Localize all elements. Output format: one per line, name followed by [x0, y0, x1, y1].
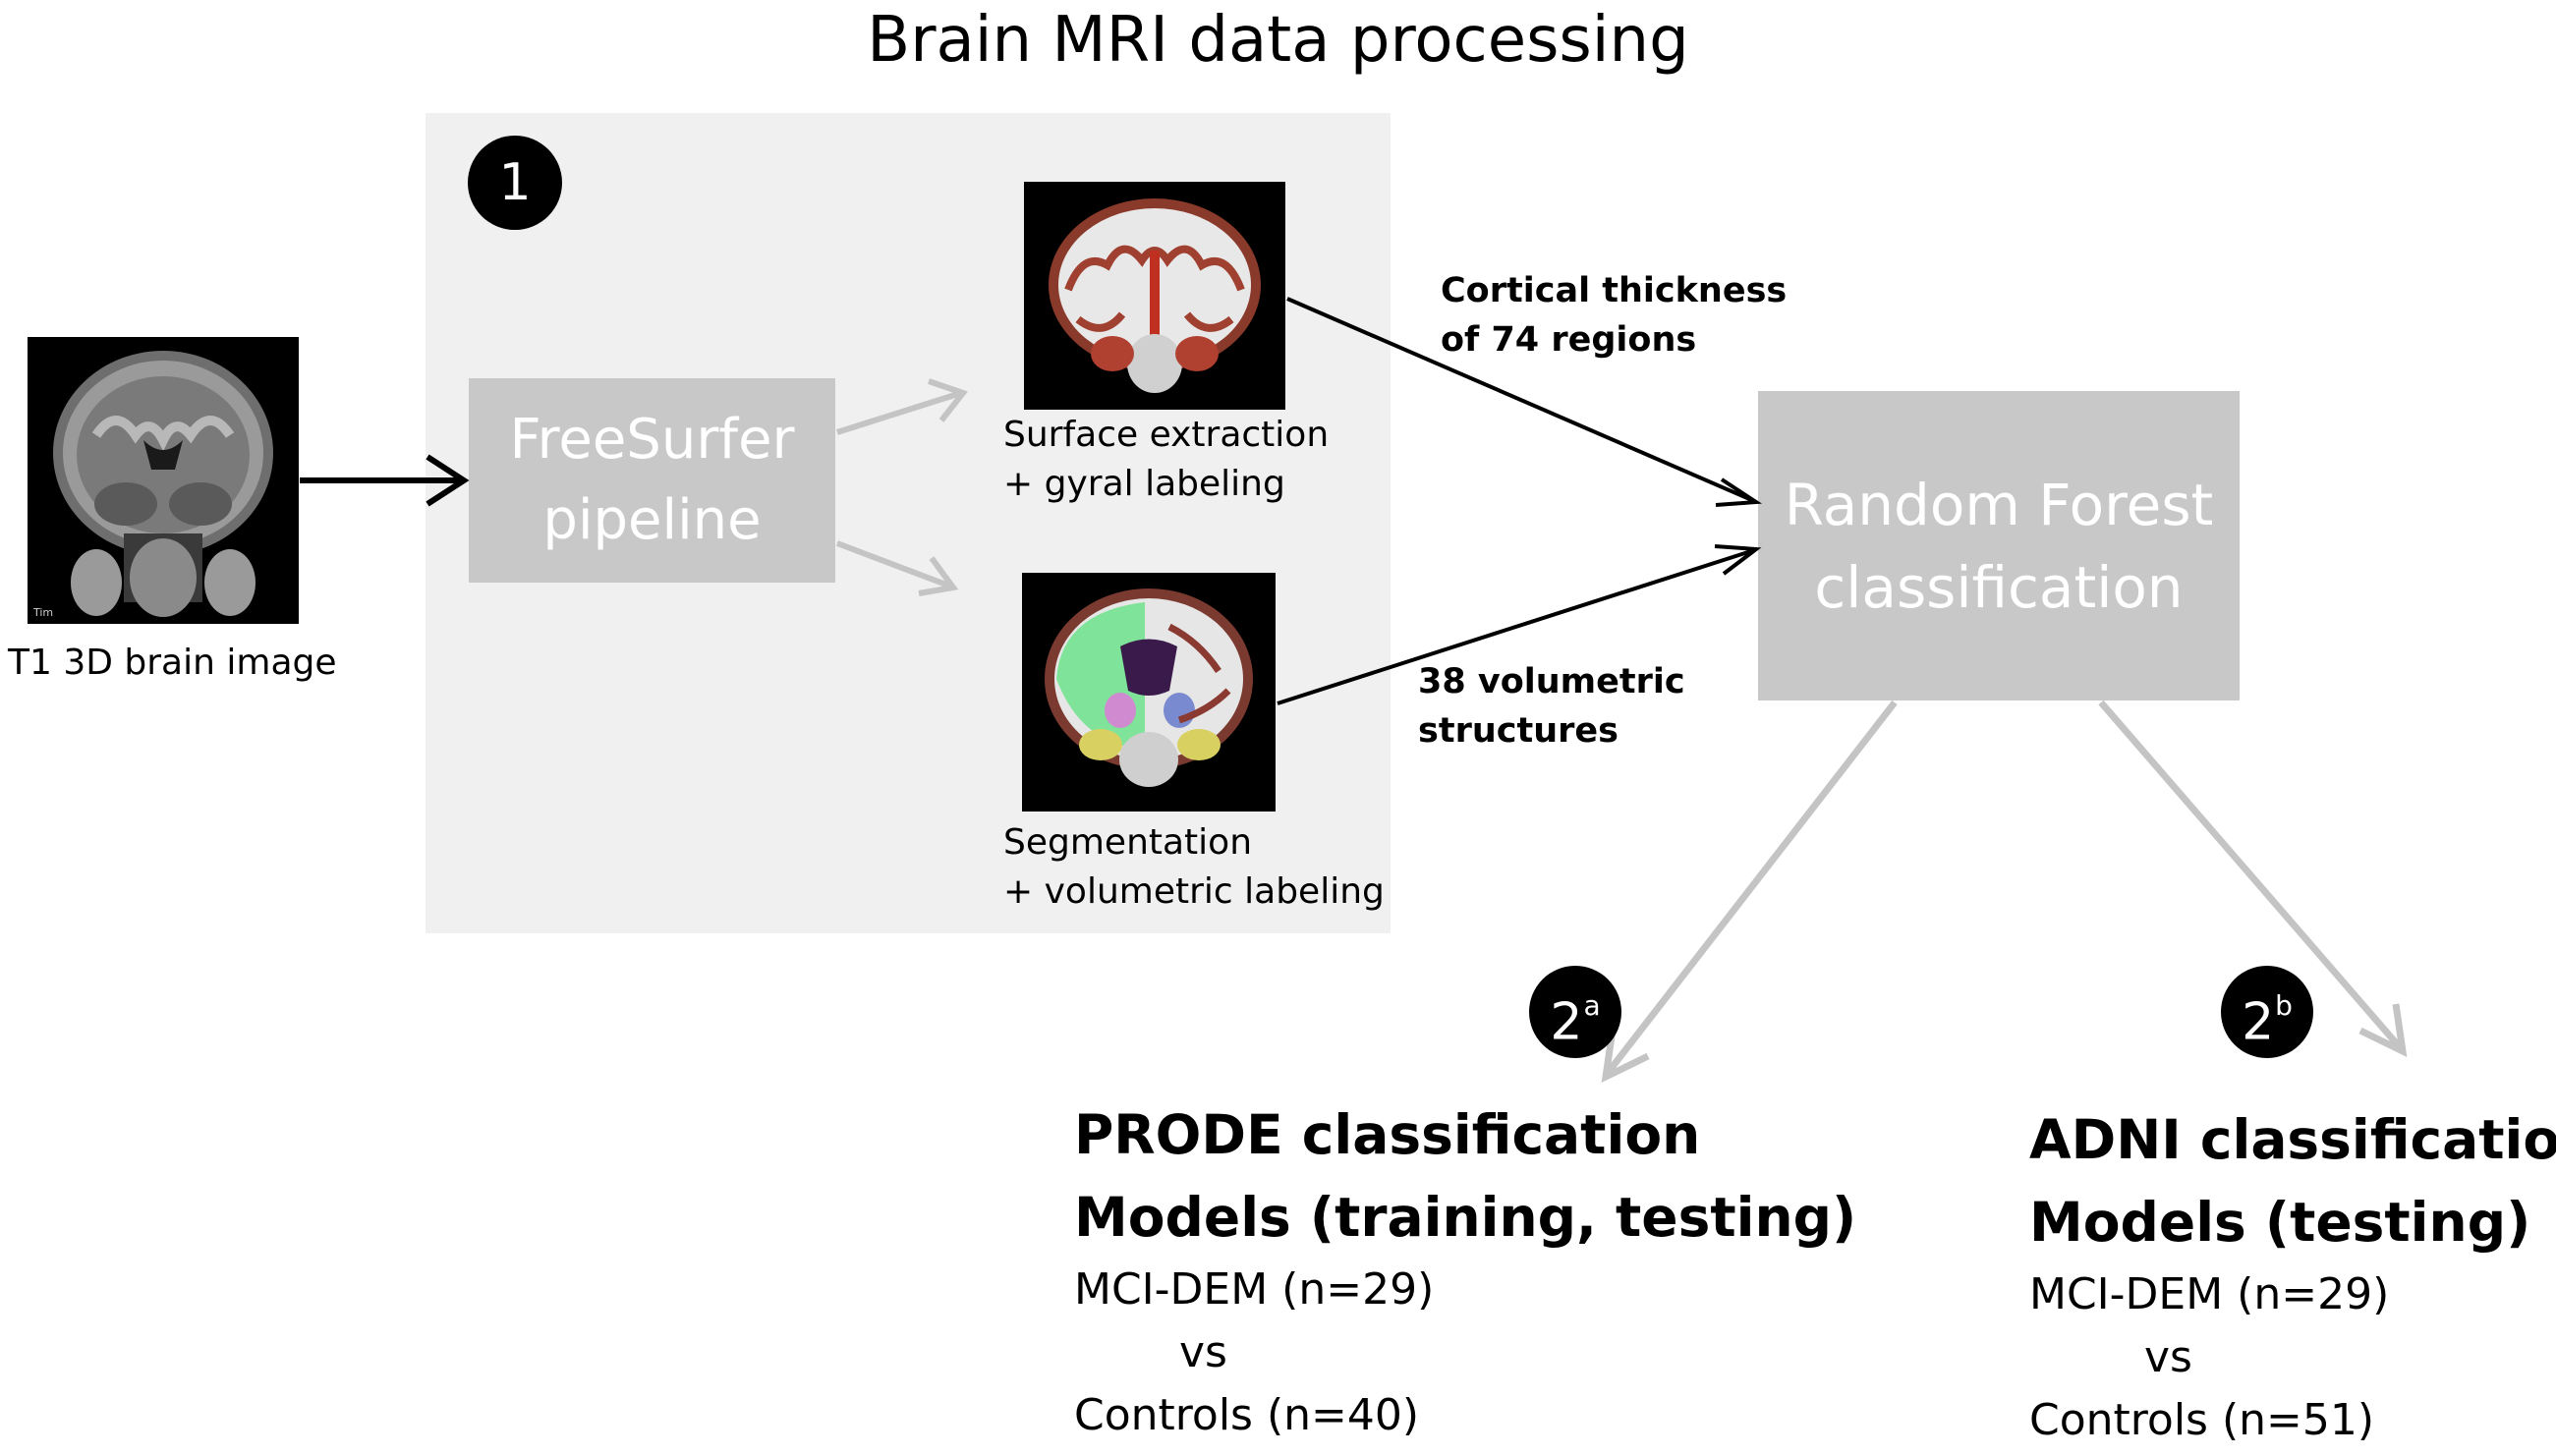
arrow-freesurfer-to-surface: [836, 378, 968, 435]
adni-group1: MCI-DEM (n=29): [2029, 1269, 2390, 1319]
step1-badge: 1: [468, 136, 562, 230]
arrow-surface-to-random-forest: [1286, 297, 1763, 507]
t1-mri-drawing: Tim: [28, 337, 299, 624]
adni-title-line1: ADNI classification: [2029, 1108, 2556, 1171]
t1-mri-image: Tim: [28, 337, 299, 624]
surface-extraction-image: [1024, 182, 1285, 410]
segmentation-caption-line2: + volumetric labeling: [1003, 871, 1385, 912]
segmentation-drawing: [1022, 573, 1276, 812]
step2a-badge-sup: a: [1583, 989, 1601, 1022]
image-corner-tag: Tim: [32, 606, 53, 619]
surface-caption-line1: Surface extraction: [1003, 415, 1330, 455]
freesurfer-label-line1: FreeSurfer: [509, 408, 795, 472]
adni-vs: vs: [2144, 1332, 2192, 1382]
segmentation-image: [1022, 573, 1276, 812]
adni-title-line2: Models (testing): [2029, 1191, 2531, 1254]
arrow-freesurfer-to-segmentation: [835, 540, 959, 596]
prode-group2: Controls (n=40): [1074, 1390, 1420, 1440]
step2a-badge: 2a: [1529, 966, 1621, 1058]
volumetric-label-line1: 38 volumetric: [1418, 662, 1685, 701]
prode-title-line1: PRODE classification: [1074, 1103, 1701, 1166]
cortical-thickness-label-line2: of 74 regions: [1441, 320, 1697, 360]
step2a-badge-number: 2: [1550, 992, 1583, 1052]
step2b-badge: 2b: [2221, 966, 2313, 1058]
prode-group1: MCI-DEM (n=29): [1074, 1264, 1435, 1315]
step2b-badge-number: 2: [2242, 992, 2275, 1052]
input-image-caption: T1 3D brain image: [8, 643, 337, 683]
random-forest-box: Random Forest classification: [1758, 391, 2240, 700]
cortical-thickness-label-line1: Cortical thickness: [1441, 271, 1788, 310]
step2b-badge-sup: b: [2275, 989, 2293, 1022]
arrow-random-forest-to-adni: [2098, 700, 2408, 1058]
surface-drawing: [1024, 182, 1285, 410]
diagram-title: Brain MRI data processing: [867, 4, 1689, 77]
arrow-random-forest-to-prode: [1601, 700, 1898, 1084]
volumetric-label-line2: structures: [1418, 711, 1619, 751]
prode-title-line2: Models (training, testing): [1074, 1186, 1857, 1249]
surface-caption-line2: + gyral labeling: [1003, 464, 1285, 504]
random-forest-label-line1: Random Forest: [1784, 471, 2214, 538]
arrow-segmentation-to-random-forest: [1277, 544, 1762, 705]
freesurfer-pipeline-box: FreeSurfer pipeline: [469, 378, 835, 583]
arrow-input-to-freesurfer: [300, 454, 470, 507]
random-forest-label-line2: classification: [1814, 553, 2184, 621]
freesurfer-label-line2: pipeline: [542, 488, 762, 552]
segmentation-caption-line1: Segmentation: [1003, 822, 1253, 863]
prode-vs: vs: [1179, 1327, 1227, 1377]
adni-group2: Controls (n=51): [2029, 1395, 2375, 1445]
